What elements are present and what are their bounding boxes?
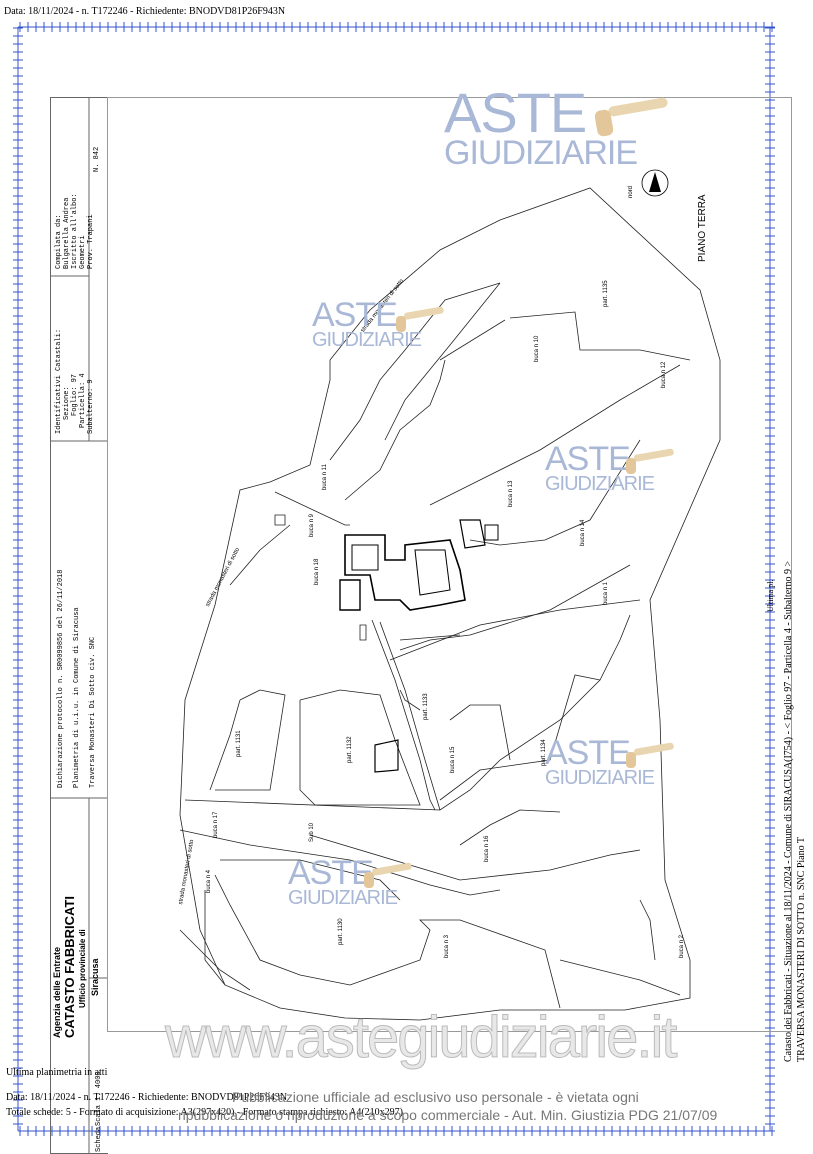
right-small-text: Ultima pl.	[766, 579, 775, 612]
buca-3: buca n 3	[444, 934, 450, 958]
sub-10: Sub 10	[309, 822, 315, 842]
watermark-aste-3: ASTE GIUDIZIARIE	[545, 440, 655, 495]
right-address-line: TRAVERSA MONASTERI DI SOTTO n. SNC Piano…	[796, 836, 807, 1062]
buca-14: buca n 14	[580, 519, 586, 546]
watermark-aste-4: ASTE GIUDIZIARIE	[545, 734, 655, 789]
buca-18: buca n 18	[314, 558, 320, 585]
drawing-sheet	[107, 97, 792, 1032]
part-1130: part. 1130	[338, 918, 344, 945]
wm-aste-text: ASTE	[545, 440, 631, 478]
building-main	[344, 534, 466, 611]
wm-giudiziarie-text: GIUDIZIARIE	[545, 472, 655, 495]
north-arrow-icon	[641, 169, 669, 197]
buca-17: buca n 17	[213, 811, 219, 838]
wm-giudiziarie-text: GIUDIZIARIE	[545, 766, 655, 789]
watermark-url: www.astegiudiziarie.it	[164, 1005, 677, 1071]
boundary	[179, 187, 721, 1021]
gavel-icon	[626, 742, 674, 768]
buca-13: buca n 13	[508, 480, 514, 507]
right-catasto-line: Catasto dei Fabbricati - Situazione al 1…	[783, 560, 794, 1062]
nord-label: nord	[628, 185, 634, 198]
buca-1: buca n 1	[603, 581, 609, 605]
wm-giudiziarie-text: GIUDIZIARIE	[288, 886, 398, 909]
part-1131: part. 1131	[236, 730, 242, 757]
pub-notice-1: Pubblicazione ufficiale ad esclusivo uso…	[232, 1089, 639, 1105]
part-1135: part. 1135	[603, 280, 609, 307]
gavel-icon	[626, 448, 674, 474]
wm-giudiziarie-text: GIUDIZIARIE	[312, 328, 422, 351]
buca-2: buca n 2	[679, 934, 685, 958]
footer-totale: Totale schede: 5 - Formato di acquisizio…	[6, 1107, 403, 1118]
wm-aste-text: ASTE	[288, 854, 374, 892]
watermark-aste-large: ASTE GIUDIZIARIE	[444, 81, 638, 173]
buca-16: buca n 16	[484, 835, 490, 862]
footer-data: Data: 18/11/2024 - n. T172246 - Richiede…	[6, 1092, 288, 1103]
gavel-icon	[594, 97, 668, 137]
gavel-icon	[396, 306, 444, 332]
gavel-icon	[364, 862, 412, 888]
buca-9: buca n 9	[309, 513, 315, 537]
buca-10: buca n 10	[534, 335, 540, 362]
wm-giudiziarie-text: GIUDIZIARIE	[444, 134, 638, 173]
buca-15: buca n 15	[450, 746, 456, 773]
footer-ultima: Ultima planimetria in atti	[6, 1067, 108, 1078]
buca-4: buca n 4	[206, 869, 212, 893]
buca-11: buca n 11	[322, 464, 328, 490]
wm-aste-text: ASTE	[545, 734, 631, 772]
watermark-aste-2: ASTE GIUDIZIARIE	[312, 296, 422, 351]
header-line: Data: 18/11/2024 - n. T172246 - Richiede…	[4, 6, 286, 17]
pub-notice-2: ripubblicazione o riproduzione a scopo c…	[178, 1107, 718, 1123]
wm-aste-text: ASTE	[312, 296, 398, 334]
piano-label: PIANO TERRA	[697, 194, 708, 262]
buca-12: buca n 12	[661, 361, 667, 388]
part-1132: part. 1132	[347, 736, 353, 763]
watermark-aste-5: ASTE GIUDIZIARIE	[288, 854, 398, 909]
wm-aste-text: ASTE	[444, 81, 587, 144]
part-1133: part. 1133	[423, 693, 429, 720]
